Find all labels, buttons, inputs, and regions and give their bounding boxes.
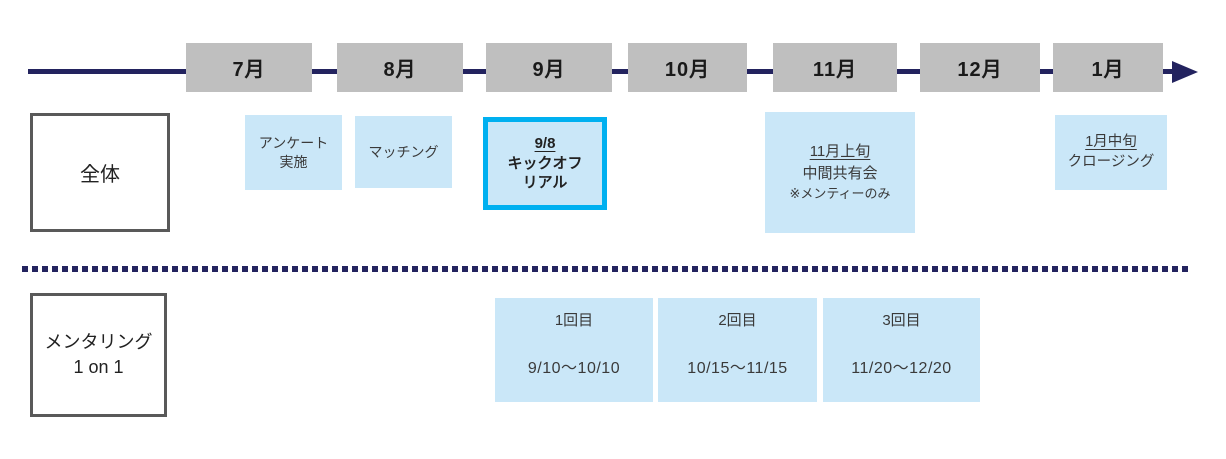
dotted-divider-line <box>22 266 1192 272</box>
month-box-oct: 10月 <box>628 43 747 92</box>
row-label-mentoring: メンタリング 1 on 1 <box>30 293 167 417</box>
month-box-nov: 11月 <box>773 43 897 92</box>
matching-label: マッチング <box>368 143 439 160</box>
session-period: 11/20～12/20 <box>851 360 952 378</box>
event-survey: アンケート 実施 <box>245 115 342 190</box>
event-midterm-meeting: 11月上旬 中間共有会 ※メンティーのみ <box>765 112 915 233</box>
session-title: 1回目 <box>554 312 594 329</box>
month-label: 8月 <box>383 59 417 81</box>
month-box-sep: 9月 <box>486 43 612 92</box>
session-2-box: 2回目 10/15～11/15 <box>658 298 817 402</box>
event-kickoff: 9/8 キックオフ リアル <box>483 117 607 210</box>
kickoff-line2: リアル <box>522 174 568 192</box>
kickoff-date: 9/8 <box>534 135 556 153</box>
event-closing: 1月中旬 クロージング <box>1055 115 1167 190</box>
month-box-jul: 7月 <box>186 43 312 92</box>
month-label: 7月 <box>232 59 266 81</box>
closing-date: 1月中旬 <box>1085 133 1137 150</box>
row-label-overall: 全体 <box>30 113 170 232</box>
month-box-jan: 1月 <box>1053 43 1163 92</box>
midterm-date: 11月上旬 <box>809 143 871 161</box>
month-label: 11月 <box>812 59 858 81</box>
event-matching: マッチング <box>355 116 452 188</box>
timeline-arrow-icon <box>1172 61 1198 83</box>
session-title: 3回目 <box>882 312 921 329</box>
mentoring-label-line1: メンタリング <box>44 331 153 352</box>
month-box-dec: 12月 <box>920 43 1040 92</box>
session-title: 2回目 <box>718 312 757 329</box>
midterm-note: ※メンティーのみ <box>789 185 891 201</box>
month-box-aug: 8月 <box>337 43 463 92</box>
session-period: 10/15～11/15 <box>687 360 788 378</box>
month-label: 9月 <box>532 59 566 81</box>
midterm-title: 中間共有会 <box>802 165 878 183</box>
mentoring-label-line2: 1 on 1 <box>73 357 124 377</box>
month-label: 12月 <box>957 59 1003 81</box>
kickoff-line1: キックオフ <box>507 154 583 172</box>
closing-title: クロージング <box>1067 153 1155 170</box>
session-period: 9/10～10/10 <box>527 360 621 378</box>
survey-line1: アンケート <box>258 134 329 151</box>
overall-label: 全体 <box>80 164 120 186</box>
session-3-box: 3回目 11/20～12/20 <box>823 298 980 402</box>
survey-line2: 実施 <box>279 153 308 170</box>
month-label: 1月 <box>1091 59 1125 81</box>
month-label: 10月 <box>664 59 711 81</box>
session-1-box: 1回目 9/10～10/10 <box>495 298 653 402</box>
